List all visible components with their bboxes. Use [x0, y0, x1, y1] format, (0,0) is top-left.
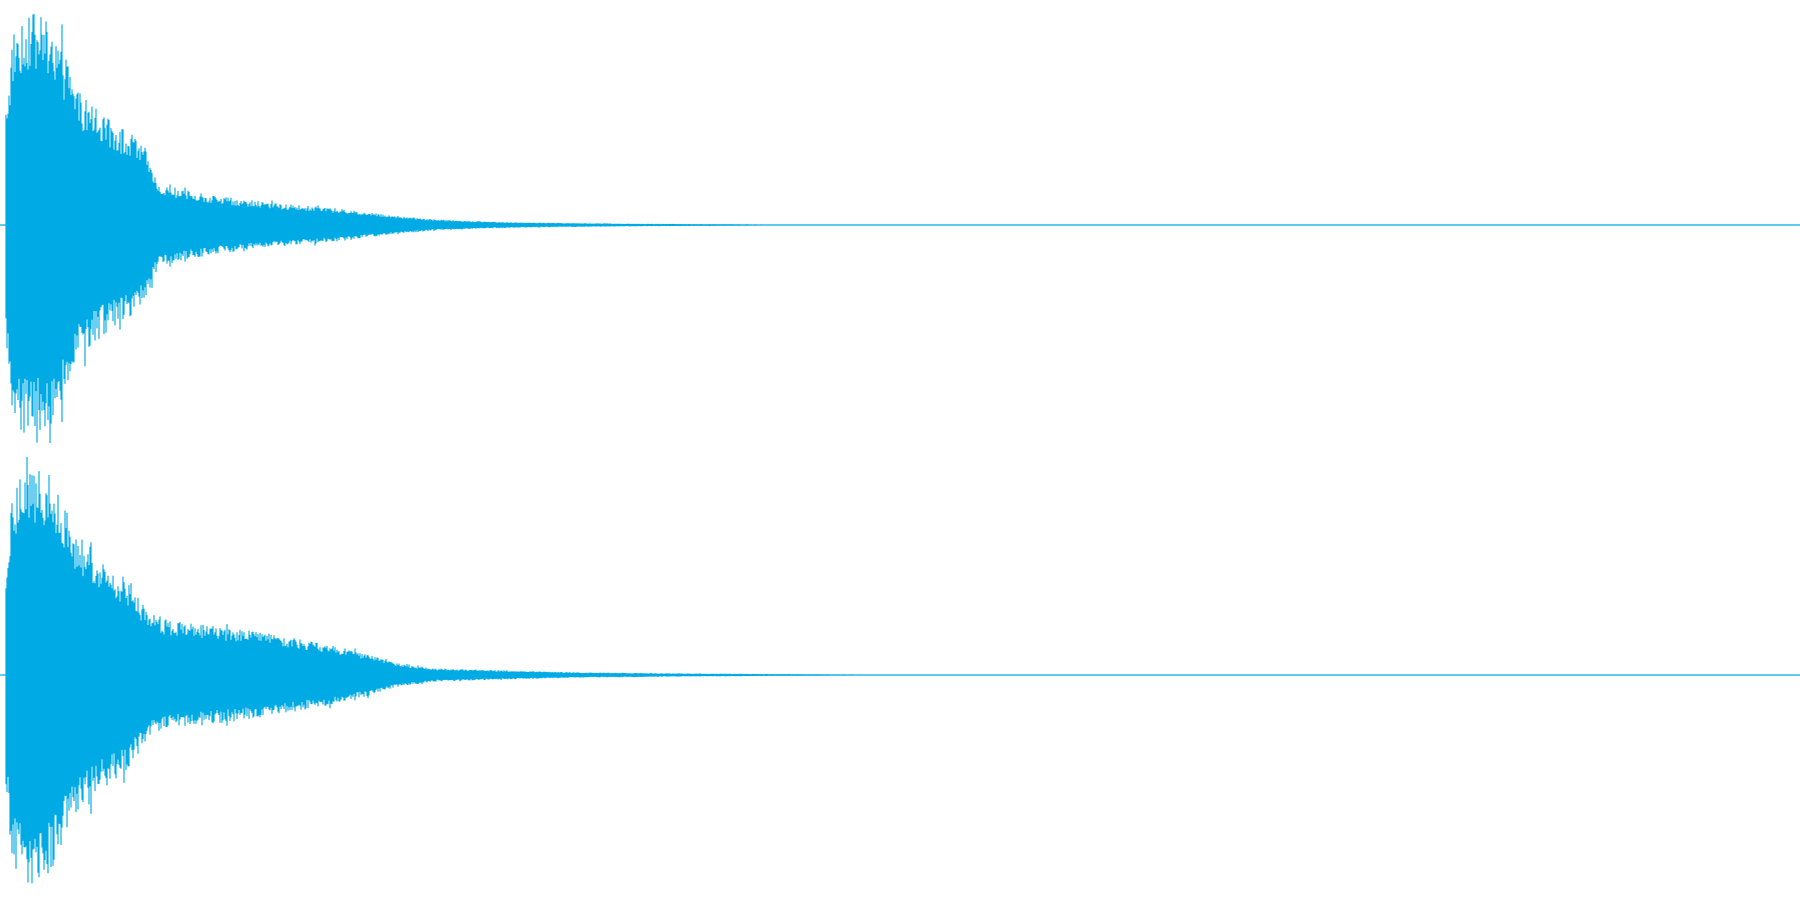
- channel-right-waveform[interactable]: [0, 457, 1800, 884]
- channel-right-waveform-body: [5, 457, 899, 884]
- channel-left-waveform-body: [5, 13, 805, 443]
- channel-left-waveform[interactable]: [0, 13, 1800, 443]
